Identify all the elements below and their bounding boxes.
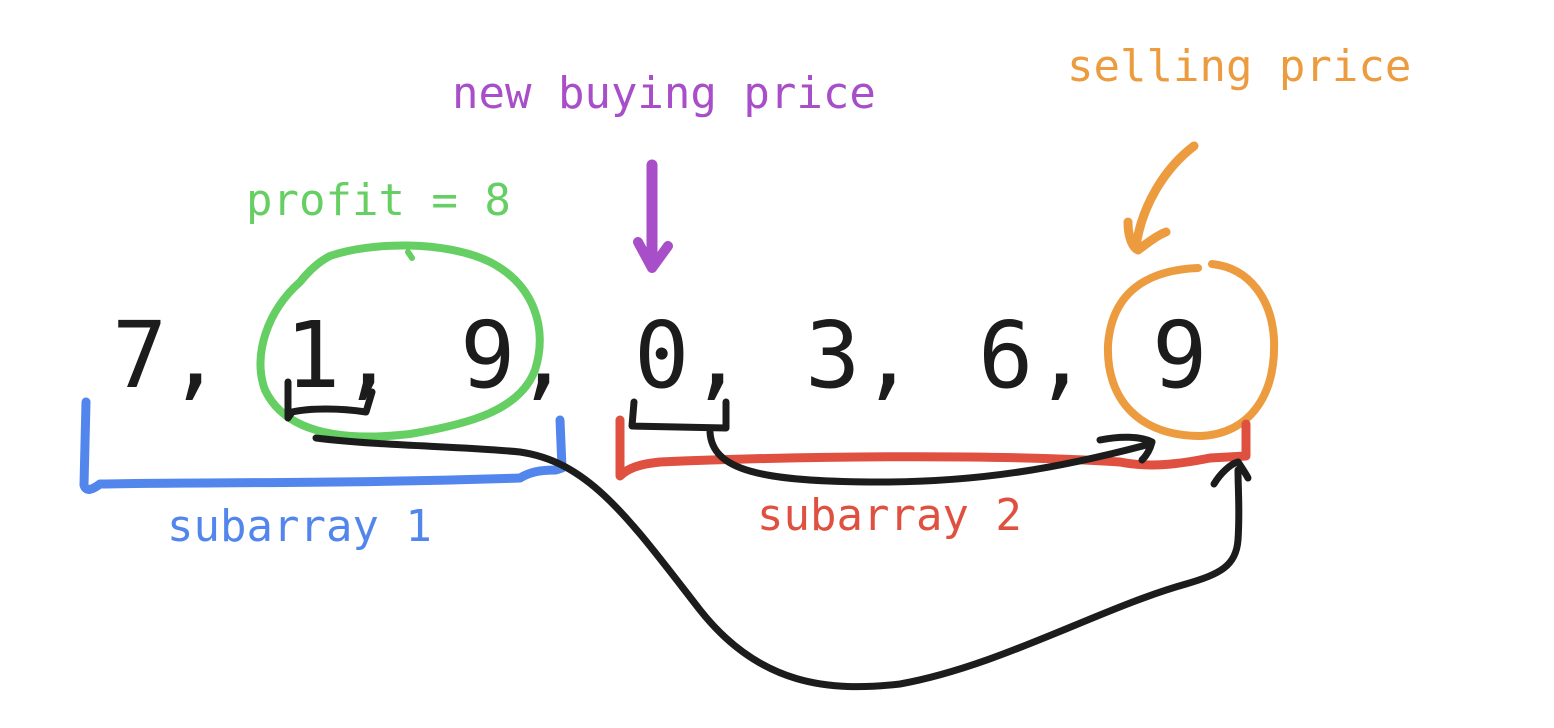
- array-item-0: 0,: [634, 302, 745, 409]
- arrow-1-to-9: [312, 434, 1252, 691]
- array-item-7: 7,: [112, 302, 223, 409]
- subarray-1-label: subarray 1: [167, 501, 432, 552]
- array-item-9-last: 9: [1152, 302, 1207, 409]
- selling-price-label: selling price: [1067, 41, 1411, 92]
- buying-price-arrow: [633, 159, 673, 273]
- price-array: 7, 1, 9, 0, 3, 6, 9: [112, 302, 1207, 409]
- selling-price-circle: [1103, 260, 1279, 440]
- profit-circle-tick: [405, 249, 415, 261]
- profit-circle: [256, 241, 544, 441]
- buy-1-marker: [284, 378, 376, 422]
- array-item-1: 1,: [285, 302, 396, 409]
- selling-price-arrow: [1123, 141, 1199, 255]
- array-item-6: 6,: [978, 302, 1089, 409]
- subarray-2-bracket: [615, 415, 1251, 481]
- subarray-2-label: subarray 2: [757, 490, 1022, 541]
- buy-0-marker: [628, 398, 730, 432]
- profit-label: profit = 8: [246, 175, 511, 226]
- subarray-1-bracket: [79, 397, 567, 494]
- array-item-3: 3,: [805, 302, 916, 409]
- array-item-9: 9,: [460, 302, 571, 409]
- new-buying-price-label: new buying price: [452, 68, 876, 119]
- arrow-0-to-9: [706, 428, 1156, 486]
